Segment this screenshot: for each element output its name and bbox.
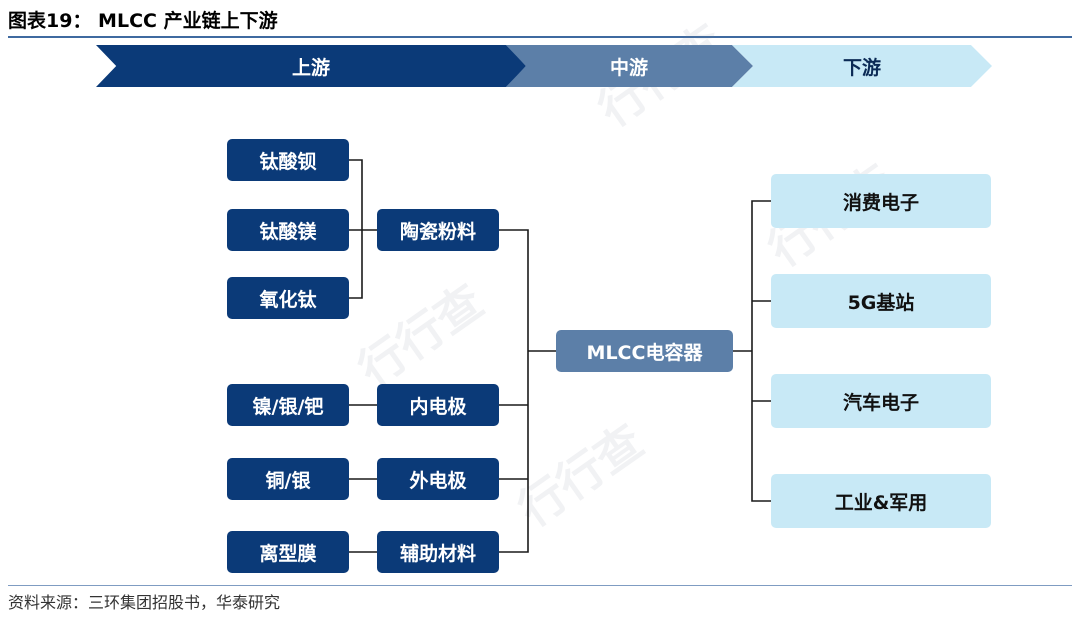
raw-material-node: 镍/银/钯 bbox=[227, 384, 349, 426]
component-node: 陶瓷粉料 bbox=[377, 209, 499, 251]
connector-line bbox=[499, 229, 529, 553]
node-label: 汽车电子 bbox=[842, 391, 919, 414]
node-label: 工业&军用 bbox=[834, 491, 928, 514]
raw-material-node: 钛酸镁 bbox=[227, 209, 349, 251]
stage-label-downstream: 下游 bbox=[842, 56, 881, 79]
node-label: 外电极 bbox=[409, 469, 467, 492]
node-label: 5G基站 bbox=[847, 291, 915, 314]
node-label: 钛酸镁 bbox=[259, 220, 317, 243]
component-node: 外电极 bbox=[377, 458, 499, 500]
raw-material-node: 钛酸钡 bbox=[227, 139, 349, 181]
figure-title: 图表19： MLCC 产业链上下游 bbox=[8, 10, 278, 32]
component-node: 内电极 bbox=[377, 384, 499, 426]
node-label: 辅助材料 bbox=[399, 542, 476, 565]
node-label: 陶瓷粉料 bbox=[399, 220, 476, 243]
connector-line bbox=[349, 159, 363, 299]
connector-line bbox=[751, 200, 771, 502]
stage-label-upstream: 上游 bbox=[291, 56, 330, 79]
raw-material-node: 氧化钛 bbox=[227, 277, 349, 319]
raw-material-node: 离型膜 bbox=[227, 531, 349, 573]
component-node: 辅助材料 bbox=[377, 531, 499, 573]
application-node: 工业&军用 bbox=[771, 474, 991, 528]
mlcc-center-node: MLCC电容器 bbox=[556, 330, 733, 372]
stage-arrow-upstream: 上游 bbox=[96, 45, 526, 87]
node-label: 离型膜 bbox=[259, 542, 317, 565]
raw-material-node: 铜/银 bbox=[227, 458, 349, 500]
node-label: 镍/银/钯 bbox=[252, 395, 324, 418]
stage-arrow-midstream: 中游 bbox=[505, 45, 753, 87]
node-label: 铜/银 bbox=[265, 469, 311, 492]
node-label: 钛酸钡 bbox=[259, 150, 317, 173]
application-node: 消费电子 bbox=[771, 174, 991, 228]
application-node: 汽车电子 bbox=[771, 374, 991, 428]
stage-label-midstream: 中游 bbox=[609, 56, 648, 79]
node-label: MLCC电容器 bbox=[586, 341, 703, 364]
node-label: 氧化钛 bbox=[259, 288, 317, 311]
node-label: 消费电子 bbox=[842, 191, 919, 214]
application-node: 5G基站 bbox=[771, 274, 991, 328]
node-label: 内电极 bbox=[409, 395, 467, 418]
title-divider bbox=[8, 36, 1072, 38]
source-note: 资料来源：三环集团招股书，华泰研究 bbox=[8, 593, 281, 612]
stage-arrow-downstream: 下游 bbox=[732, 45, 992, 87]
footer-divider bbox=[8, 585, 1072, 586]
